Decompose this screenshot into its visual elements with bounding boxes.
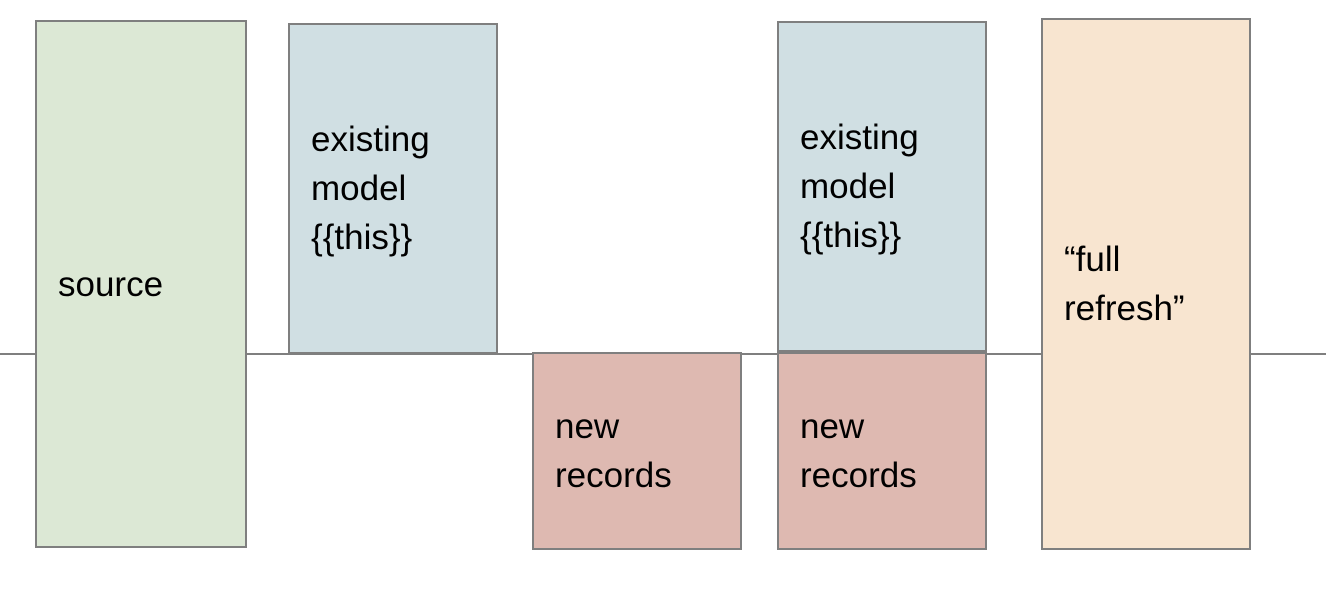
node-label-existing-model-1: existing model {{this}} (311, 120, 430, 257)
node-new-records-1[interactable]: new records (532, 352, 742, 550)
node-source[interactable]: source (35, 20, 247, 548)
node-existing-model-1[interactable]: existing model {{this}} (288, 23, 498, 354)
node-label-new-records-2: new records (800, 407, 917, 495)
node-label-full-refresh: “full refresh” (1064, 240, 1185, 328)
node-existing-model-2[interactable]: existing model {{this}} (777, 21, 987, 352)
node-label-source: source (58, 264, 164, 304)
node-label-existing-model-2: existing model {{this}} (800, 118, 919, 255)
node-label-new-records-1: new records (555, 407, 672, 495)
node-new-records-2[interactable]: new records (777, 352, 987, 550)
node-full-refresh[interactable]: “full refresh” (1041, 18, 1251, 550)
